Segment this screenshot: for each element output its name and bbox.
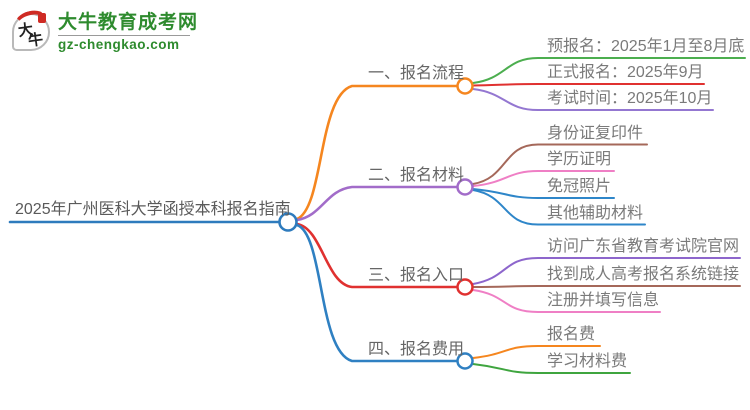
logo-domain: gz-chengkao.com — [58, 37, 180, 52]
branch-3-circle — [456, 278, 474, 296]
branch-1-label: 一、报名流程 — [368, 65, 465, 82]
leaf-label-3-3: 注册并填写信息 — [547, 292, 660, 309]
connector-leaf-2-2 — [472, 170, 615, 187]
connector-leaf-2-4 — [472, 189, 646, 226]
branch-3-label: 三、报名入口 — [368, 267, 465, 284]
leaf-label-2-3: 免冠照片 — [547, 178, 612, 195]
connector-root-branch-2 — [295, 185, 459, 222]
logo-char: 牛 — [26, 30, 45, 50]
connector-leaf-3-3 — [472, 289, 661, 313]
leaf-label-4-1: 报名费 — [547, 326, 596, 343]
leaf-label-1-1: 预报名：2025年1月至8月底 — [547, 38, 745, 55]
leaf-label-4-2: 学习材料费 — [547, 353, 628, 370]
connector-root-branch-3 — [295, 222, 459, 289]
leaf-label-3-1: 访问广东省教育考试院官网 — [547, 238, 740, 255]
root-node-label: 2025年广州医科大学函授本科报名指南 — [15, 201, 291, 218]
connector-leaf-2-1 — [472, 143, 648, 185]
connector-root-branch-4 — [295, 223, 459, 363]
logo-divider — [58, 35, 190, 36]
connector-leaf-3-2 — [472, 285, 741, 288]
leaf-label-2-1: 身份证复印件 — [547, 125, 644, 142]
leaf-label-2-2: 学历证明 — [547, 151, 612, 168]
branch-2-label: 二、报名材料 — [368, 167, 465, 184]
branch-4-circle — [456, 352, 474, 370]
logo-red-seal — [38, 13, 46, 23]
leaf-label-3-2: 找到成人高考报名系统链接 — [547, 266, 740, 283]
connector-leaf-3-1 — [472, 257, 741, 285]
connector-leaf-1-2 — [472, 83, 705, 87]
leaf-label-2-4: 其他辅助材料 — [547, 205, 644, 222]
logo-bubble-icon: 大 牛 — [12, 7, 50, 51]
connector-root-branch-1 — [295, 84, 459, 221]
logo-title: 大牛教育成考网 — [58, 12, 199, 33]
leaf-label-1-2: 正式报名：2025年9月 — [547, 64, 704, 81]
connector-leaf-1-1 — [472, 57, 746, 84]
branch-4-label: 四、报名费用 — [368, 341, 465, 358]
connector-leaf-4-1 — [472, 345, 601, 359]
branch-1-circle — [456, 77, 474, 95]
site-logo: 大 牛 大牛教育成考网 gz-chengkao.com — [12, 7, 198, 52]
logo-text-block: 大牛教育成考网 gz-chengkao.com — [58, 12, 198, 52]
leaf-label-1-3: 考试时间：2025年10月 — [547, 90, 713, 107]
connector-leaf-1-3 — [472, 88, 714, 111]
connector-leaf-2-3 — [472, 188, 615, 199]
root-node-circle — [278, 212, 298, 232]
connector-leaf-4-2 — [472, 363, 631, 374]
branch-2-circle — [456, 178, 474, 196]
